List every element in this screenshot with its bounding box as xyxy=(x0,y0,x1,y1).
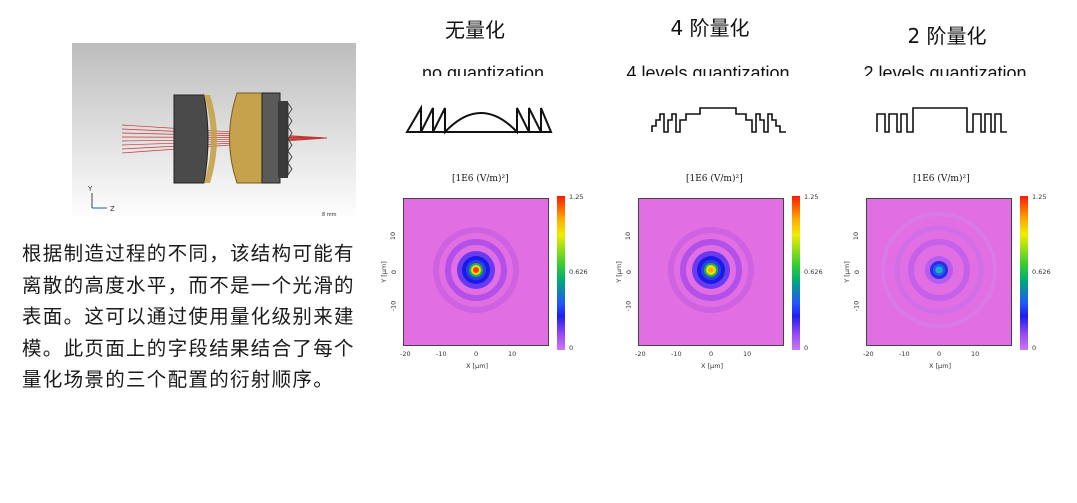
field-unit-label: [1E6 (V/m)²] xyxy=(913,174,970,184)
y-axis-label: Y [µm] xyxy=(614,261,623,283)
colorbar-max: 1.25 xyxy=(1032,193,1047,201)
colorbar-mid: 0.626 xyxy=(1032,268,1051,276)
panel-subtitle: no quantization xyxy=(421,63,545,76)
optic-axis-z-label: Z xyxy=(110,205,115,213)
surface-profile-2-levels xyxy=(876,107,1007,133)
surface-profile-continuous xyxy=(405,104,553,135)
field-unit-label: [1E6 (V/m)²] xyxy=(686,174,743,184)
panel-title: 2 阶量化 xyxy=(907,24,987,48)
x-tick: 0 xyxy=(474,350,479,358)
colorbar-min: 0 xyxy=(569,344,574,352)
y-tick: 0 xyxy=(625,269,634,275)
field-plot xyxy=(403,198,549,346)
y-tick: -10 xyxy=(389,300,398,312)
x-tick: -20 xyxy=(400,350,411,358)
y-tick: 0 xyxy=(390,269,399,275)
y-tick: 10 xyxy=(852,231,861,241)
panel-2-levels: 2 阶量化 2 levels quantization [1E6 (V/m)²]… xyxy=(819,0,1059,503)
x-axis-label: X [µm] xyxy=(929,362,952,370)
colorbar-mid: 0.626 xyxy=(804,268,823,276)
x-tick: -10 xyxy=(671,350,682,358)
y-tick: 0 xyxy=(853,269,862,275)
panel-title: 无量化 xyxy=(445,18,505,42)
colorbar-mid: 0.626 xyxy=(569,268,588,276)
optical-system-image: Y Z 8 mm xyxy=(72,43,356,220)
x-axis-label: X [µm] xyxy=(701,362,724,370)
surface-profile-4-levels xyxy=(651,107,786,133)
y-axis-label: Y [µm] xyxy=(379,261,388,283)
x-tick: -10 xyxy=(899,350,910,358)
y-tick: 10 xyxy=(624,231,633,241)
field-plot xyxy=(638,198,784,346)
field-plot xyxy=(866,198,1012,346)
colorbar-max: 1.25 xyxy=(569,193,584,201)
panel-subtitle: 4 levels quantization xyxy=(626,63,790,76)
panel-no-quantization: 无量化 no quantization [1E6 (V/m)²] 1.25 0.… xyxy=(355,0,595,503)
colorbar-min: 0 xyxy=(804,344,809,352)
y-tick: -10 xyxy=(624,300,633,312)
x-tick: -10 xyxy=(436,350,447,358)
x-tick: 10 xyxy=(508,350,517,358)
panel-subtitle: 2 levels quantization xyxy=(863,63,1027,76)
colorbar xyxy=(1020,196,1028,350)
x-tick: 0 xyxy=(937,350,942,358)
y-axis-label: Y [µm] xyxy=(842,261,851,283)
x-tick: 10 xyxy=(743,350,752,358)
colorbar xyxy=(792,196,800,350)
colorbar-min: 0 xyxy=(1032,344,1037,352)
panel-title: 4 阶量化 xyxy=(670,16,750,40)
y-tick: 10 xyxy=(389,231,398,241)
x-tick: 0 xyxy=(709,350,714,358)
panel-4-levels: 4 阶量化 4 levels quantization [1E6 (V/m)²]… xyxy=(590,0,830,503)
x-tick: 10 xyxy=(971,350,980,358)
colorbar-max: 1.25 xyxy=(804,193,819,201)
x-axis-label: X [µm] xyxy=(466,362,489,370)
y-tick: -10 xyxy=(852,300,861,312)
colorbar xyxy=(557,196,565,350)
x-tick: -20 xyxy=(863,350,874,358)
field-unit-label: [1E6 (V/m)²] xyxy=(452,174,509,184)
optic-axis-y-label: Y xyxy=(87,185,93,193)
x-tick: -20 xyxy=(635,350,646,358)
description-text: 根据制造过程的不同，该结构可能有离散的高度水平，而不是一个光滑的表面。这可以通过… xyxy=(22,242,355,391)
optic-scale-label: 8 mm xyxy=(322,212,337,218)
